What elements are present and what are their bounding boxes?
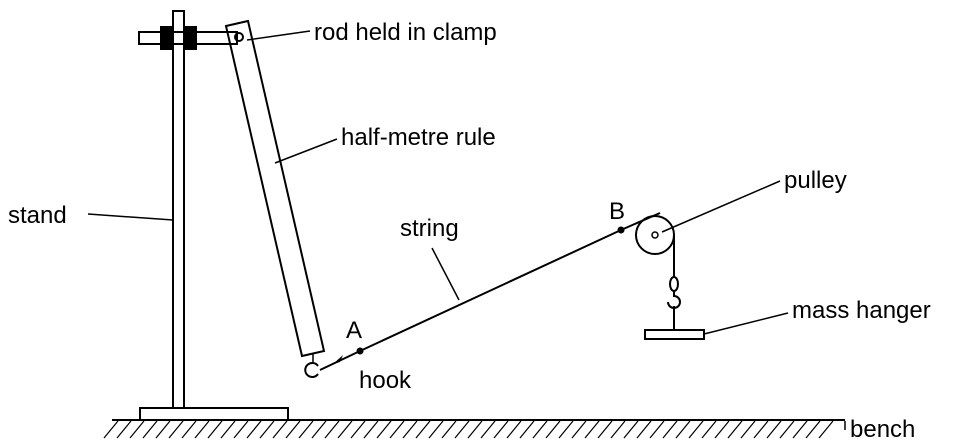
hatch-line — [506, 420, 522, 439]
hatch-line — [493, 420, 509, 439]
hatch-line — [532, 420, 548, 439]
stand — [139, 10, 289, 421]
hatch-line — [688, 420, 704, 439]
pulley-axle — [651, 231, 659, 239]
label-point-a: A — [346, 317, 362, 344]
hook — [304, 350, 361, 378]
label-string: string — [400, 215, 459, 242]
bench — [103, 419, 845, 439]
hatch-line — [662, 420, 678, 439]
hatch-line — [220, 420, 236, 439]
hatch-line — [558, 420, 574, 439]
point-a-marker — [356, 347, 364, 355]
hatch-line — [467, 420, 483, 439]
hatch-line — [142, 420, 158, 439]
leader-mass-hanger — [703, 312, 789, 335]
hatch-line — [350, 420, 366, 439]
mass-hanger — [644, 235, 705, 340]
hatch-line — [389, 420, 405, 439]
hatch-line — [181, 420, 197, 439]
hatch-line — [584, 420, 600, 439]
hatch-line — [597, 420, 613, 439]
leader-half-metre-rule — [274, 138, 338, 164]
hatch-line — [779, 420, 795, 439]
hatch-line — [246, 420, 262, 439]
hatch-line — [818, 420, 834, 439]
hatch-line — [402, 420, 418, 439]
leader-stand — [87, 213, 174, 221]
hook-curl — [304, 362, 319, 378]
hatch-line — [129, 420, 145, 439]
hatch-line — [324, 420, 340, 439]
hatch-line — [103, 420, 119, 439]
hatch-line — [233, 420, 249, 439]
label-hook: hook — [359, 367, 412, 394]
hatch-line — [727, 420, 743, 439]
hatch-line — [168, 420, 184, 439]
hatch-line — [259, 420, 275, 439]
hatch-line — [194, 420, 210, 439]
hatch-line — [428, 420, 444, 439]
hatch-line — [155, 420, 171, 439]
hatch-line — [415, 420, 431, 439]
hatch-line — [649, 420, 665, 439]
hatch-line — [337, 420, 353, 439]
hatch-line — [610, 420, 626, 439]
leader-pulley — [661, 180, 781, 233]
hatch-line — [298, 420, 314, 439]
clamp-boss-left — [160, 26, 172, 50]
rule-pivot-hole — [234, 32, 244, 42]
hatch-line — [740, 420, 756, 439]
hatch-line — [623, 420, 639, 439]
leader-lines — [87, 30, 846, 430]
hatch-line — [116, 420, 132, 439]
label-pulley: pulley — [784, 167, 847, 194]
labels: rod held in clamp half-metre rule stand … — [8, 19, 931, 443]
pulley — [635, 215, 675, 255]
hatch-line — [454, 420, 470, 439]
hatch-line — [363, 420, 379, 439]
clamp-boss-right — [185, 26, 197, 50]
half-metre-rule — [224, 19, 326, 358]
hatch-line — [714, 420, 730, 439]
hanger-loop — [669, 276, 679, 292]
hatch-line — [519, 420, 535, 439]
label-stand: stand — [8, 202, 67, 229]
hatch-line — [545, 420, 561, 439]
label-rod-clamp: rod held in clamp — [314, 19, 497, 46]
label-bench: bench — [850, 416, 915, 443]
hatch-line — [792, 420, 808, 439]
hanger-hook — [667, 291, 681, 309]
label-point-b: B — [609, 198, 625, 225]
hatch-line — [376, 420, 392, 439]
hatch-line — [285, 420, 301, 439]
leader-string — [431, 247, 460, 301]
stand-base — [139, 407, 289, 421]
rule-body — [224, 19, 326, 358]
clamp — [138, 26, 238, 50]
hatch-line — [480, 420, 496, 439]
hanger-base — [644, 329, 705, 340]
hatch-line — [766, 420, 782, 439]
pulley-wheel — [635, 215, 675, 255]
hatch-line — [272, 420, 288, 439]
hatch-line — [441, 420, 457, 439]
label-mass-hanger: mass hanger — [792, 297, 931, 324]
hatch-line — [207, 420, 223, 439]
hatch-line — [805, 420, 821, 439]
hatch-line — [753, 420, 769, 439]
hatch-line — [675, 420, 691, 439]
leader-rod-clamp — [246, 30, 311, 41]
hatch-line — [636, 420, 652, 439]
hook-tip — [333, 355, 343, 364]
string-line — [359, 229, 622, 352]
label-half-metre-rule: half-metre rule — [341, 124, 496, 151]
hatch-line — [311, 420, 327, 439]
bench-hatching — [103, 420, 834, 439]
hatch-line — [701, 420, 717, 439]
stand-pole — [172, 10, 185, 409]
hatch-line — [571, 420, 587, 439]
